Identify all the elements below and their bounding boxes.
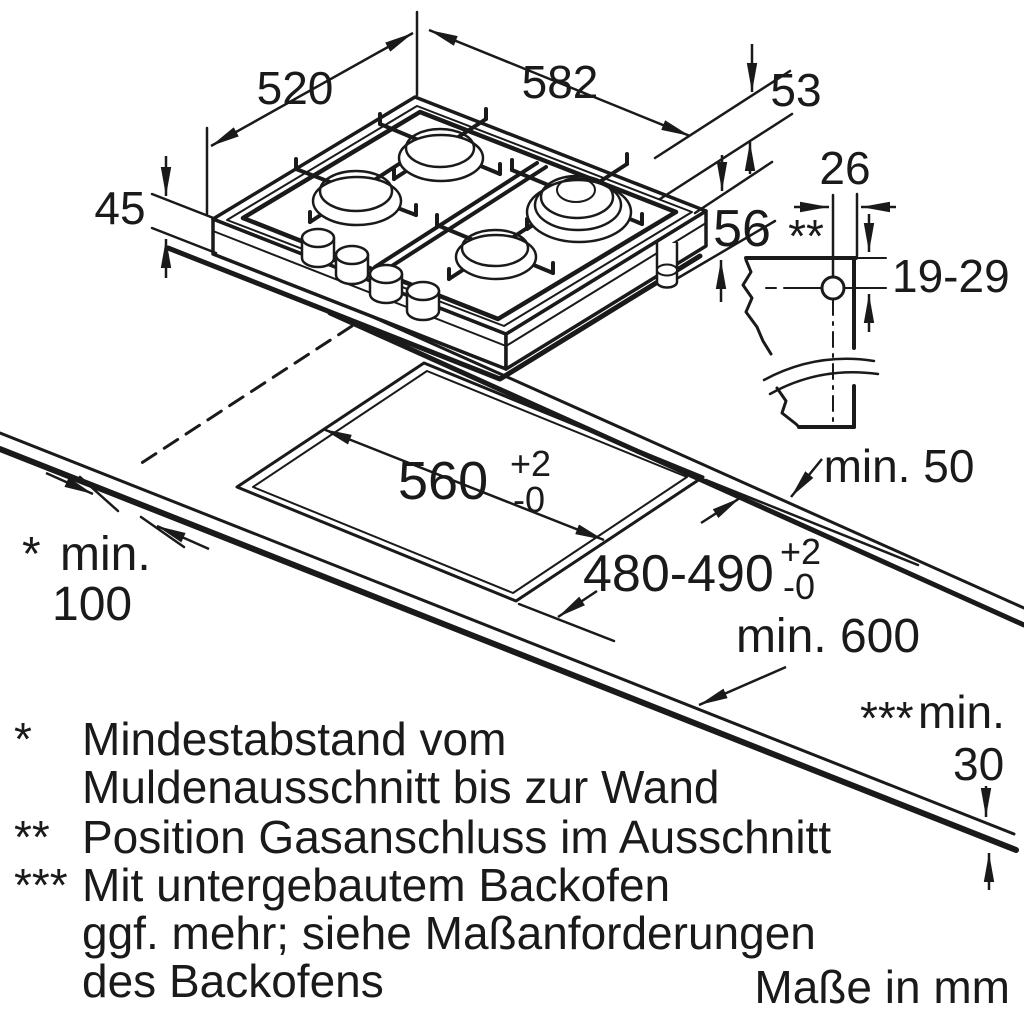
footnote-1-line1: Mindestabstand vom xyxy=(82,713,506,765)
dim-56: 56 ** xyxy=(676,155,824,302)
hob-illustration xyxy=(165,95,708,382)
footnote-1-line2: Muldenausschnitt bis zur Wand xyxy=(82,761,720,813)
dim-480-490-label: 480-490 xyxy=(583,545,774,603)
worktop-front-edge-thin xyxy=(0,431,1016,836)
footnote-2-marker: ** xyxy=(14,811,50,863)
grate-center-divider xyxy=(373,161,548,273)
dim-582-label: 582 xyxy=(522,56,599,108)
dim-480-490-tol-plus: +2 xyxy=(780,531,821,572)
arrow-lower xyxy=(156,524,210,551)
burner-left xyxy=(311,169,403,227)
leader-arrow xyxy=(790,458,823,498)
gas-connection-hole xyxy=(820,275,846,301)
min600-label: min. 600 xyxy=(736,610,920,663)
gas-position-marker: ** xyxy=(788,210,824,262)
dim-56-label: 56 xyxy=(713,200,771,258)
cutout-opening xyxy=(235,361,705,603)
leader-arrow xyxy=(698,665,787,707)
arrow-upper xyxy=(700,496,741,525)
knob-top xyxy=(334,244,370,266)
extension-lines xyxy=(517,478,920,643)
dim-520-label: 520 xyxy=(257,62,334,114)
worktop-front-edge-thick xyxy=(0,446,1019,853)
arrow-lower xyxy=(557,589,598,619)
dim-19-29-label: 19-29 xyxy=(892,250,1010,302)
burner-cap xyxy=(539,174,615,220)
dimension-line xyxy=(210,31,414,148)
dim-53-label: 53 xyxy=(770,64,821,116)
hob-inner-rim xyxy=(226,105,693,327)
dim-560-label: 560 xyxy=(398,451,488,511)
projection-dashed-line xyxy=(138,324,354,466)
hob-top-surface xyxy=(211,95,708,336)
extension-lines xyxy=(653,69,794,201)
dim-min100: * min. 100 xyxy=(22,471,210,631)
dim-45: 45 xyxy=(94,156,218,278)
dim-560: 560 +2 -0 xyxy=(322,427,605,542)
dim-53: 53 xyxy=(653,44,822,201)
min30-word: min. xyxy=(918,686,1005,738)
burner-cap xyxy=(318,169,394,213)
hob-shadow-line xyxy=(165,245,703,382)
wall-edge-thick xyxy=(327,310,1024,628)
min50-label: min. 50 xyxy=(824,440,975,492)
extension-lines xyxy=(676,160,777,280)
dim-26-label: 26 xyxy=(819,142,870,194)
dim-min30: *** min. 30 xyxy=(860,686,1005,890)
min30-marker: *** xyxy=(860,692,914,744)
dim-582: 582 xyxy=(428,28,691,138)
dimension-line xyxy=(428,28,691,138)
dim-min600: min. 600 xyxy=(698,610,920,707)
break-lines xyxy=(762,357,880,396)
hob-apron-lip-line xyxy=(212,222,707,347)
knob-top xyxy=(405,280,441,302)
min100-word: min. xyxy=(60,528,151,581)
dim-45-label: 45 xyxy=(94,182,145,234)
footnote-2-line1: Position Gasanschluss im Ausschnitt xyxy=(82,811,831,863)
burner-cap xyxy=(460,228,530,268)
extension-lines xyxy=(205,10,419,216)
dim-480-490: 480-490 +2 -0 xyxy=(517,478,920,643)
burner-inner-cap xyxy=(556,177,596,203)
arrow-upper xyxy=(45,471,94,496)
burner-front xyxy=(454,228,538,281)
wall-edge-thin xyxy=(324,294,1024,610)
dim-520: 520 xyxy=(205,10,419,216)
footnote-1-marker: * xyxy=(14,713,32,765)
dim-480-490-tol-minus: -0 xyxy=(783,566,815,607)
burner-wok xyxy=(525,174,633,244)
footnote-3-line1: Mit untergebautem Backofen xyxy=(82,859,670,911)
footnotes: * Mindestabstand vom Muldenausschnitt bi… xyxy=(14,713,831,1007)
min30-value: 30 xyxy=(953,738,1004,790)
knob-top xyxy=(368,263,404,285)
units-note: Maße in mm xyxy=(754,961,1010,1013)
dim-560-tol-minus: -0 xyxy=(513,479,545,520)
min100-value: 100 xyxy=(52,578,132,631)
footnote-3-line3: des Backofens xyxy=(82,955,384,1007)
footnote-3-line2: ggf. mehr; siehe Maßanforderungen xyxy=(82,907,816,959)
knob-top xyxy=(300,227,336,249)
gas-inlet-pipe-band xyxy=(656,263,678,277)
extension-lines xyxy=(150,192,218,255)
bracket-broken-edge xyxy=(741,258,801,429)
burner-base-ring xyxy=(311,175,403,227)
dim-560-tol-plus: +2 xyxy=(510,443,551,484)
control-knobs xyxy=(300,227,441,322)
dim-min50: min. 50 xyxy=(790,440,975,498)
dimension-line xyxy=(322,427,605,542)
burner-base-ring xyxy=(454,233,538,281)
footnote-3-marker: *** xyxy=(14,859,68,911)
dim-26-extension-lines xyxy=(831,192,859,278)
min100-marker: * xyxy=(22,528,41,581)
gas-connection-detail: 26 19-29 xyxy=(741,142,1010,429)
